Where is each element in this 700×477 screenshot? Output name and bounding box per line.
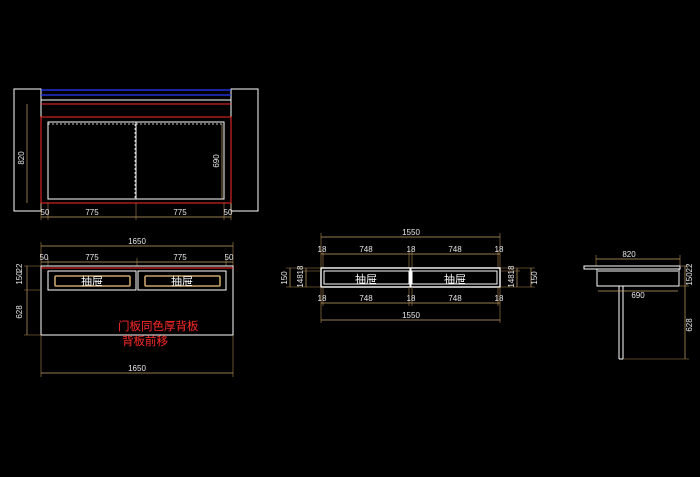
front-dim-t0: 50	[40, 253, 49, 262]
drawer-dim-t4: 18	[495, 245, 504, 254]
side-section: 820 690 150 22 628	[583, 250, 694, 360]
front-dim-t2: 775	[173, 253, 187, 262]
front-dim-l0: 150	[15, 271, 24, 285]
drawer-dim-t3: 748	[448, 245, 462, 254]
drawer-dim-t1: 748	[359, 245, 373, 254]
drawer-dim-left: 150	[280, 271, 289, 285]
plan-dim-left: 820	[17, 151, 26, 165]
drawer-dim-left-s1: 148	[296, 274, 305, 288]
drawer-dim-right: 150	[530, 271, 539, 285]
side-dim-r0: 150	[685, 272, 694, 286]
drawer-dim-right-s0: 18	[507, 265, 516, 274]
drawer-dim-total-bottom: 1550	[402, 311, 420, 320]
left-pillar	[13, 88, 42, 212]
front-dim-total-top: 1650	[128, 237, 146, 246]
front-elevation: 1650 50 775 775 50 抽屉 抽屉 150 22 628 门板同色…	[15, 237, 234, 377]
drawer-dim-left-s0: 18	[296, 265, 305, 274]
plan-dim-b0: 50	[41, 208, 50, 217]
drawer-label-1: 抽屉	[355, 272, 377, 286]
drawer-dim-b2: 18	[407, 294, 416, 303]
plan-dim-b1: 775	[85, 208, 99, 217]
drawer-dim-t0: 18	[318, 245, 327, 254]
right-pillar	[230, 88, 259, 212]
plan-dim-inner: 690	[212, 154, 221, 168]
side-dim-r2: 628	[685, 318, 694, 332]
front-note-1: 门板同色厚背板	[118, 319, 199, 333]
side-dim-r1: 22	[685, 263, 694, 272]
front-dim-t3: 50	[225, 253, 234, 262]
front-dim-l1: 22	[15, 263, 24, 272]
drawer-dim-b3: 748	[448, 294, 462, 303]
drawer-detail: 1550 18 748 18 748 18 抽屉 抽屉 150 18 148	[280, 228, 539, 323]
drawer-dim-total-top: 1550	[402, 228, 420, 237]
front-drawer-label-1: 抽屉	[81, 274, 103, 288]
front-dim-total-bottom: 1650	[128, 364, 146, 373]
plan-dim-b3: 50	[224, 208, 233, 217]
front-dim-l2: 628	[15, 305, 24, 319]
top-plan-view: 820 690 50 775 775 50	[13, 88, 259, 220]
drawer-dim-b1: 748	[359, 294, 373, 303]
front-dim-t1: 775	[85, 253, 99, 262]
side-dim-top: 820	[622, 250, 636, 259]
drawer-label-2: 抽屉	[444, 272, 466, 286]
drawer-dim-b4: 18	[495, 294, 504, 303]
drawer-dim-t2: 18	[407, 245, 416, 254]
drawer-dim-b0: 18	[318, 294, 327, 303]
front-drawer-label-2: 抽屉	[171, 274, 193, 288]
front-note-2: 背板前移	[122, 334, 168, 348]
plan-dim-b2: 775	[173, 208, 187, 217]
drawer-dim-right-s1: 148	[507, 274, 516, 288]
side-dim-inner: 690	[631, 291, 645, 300]
